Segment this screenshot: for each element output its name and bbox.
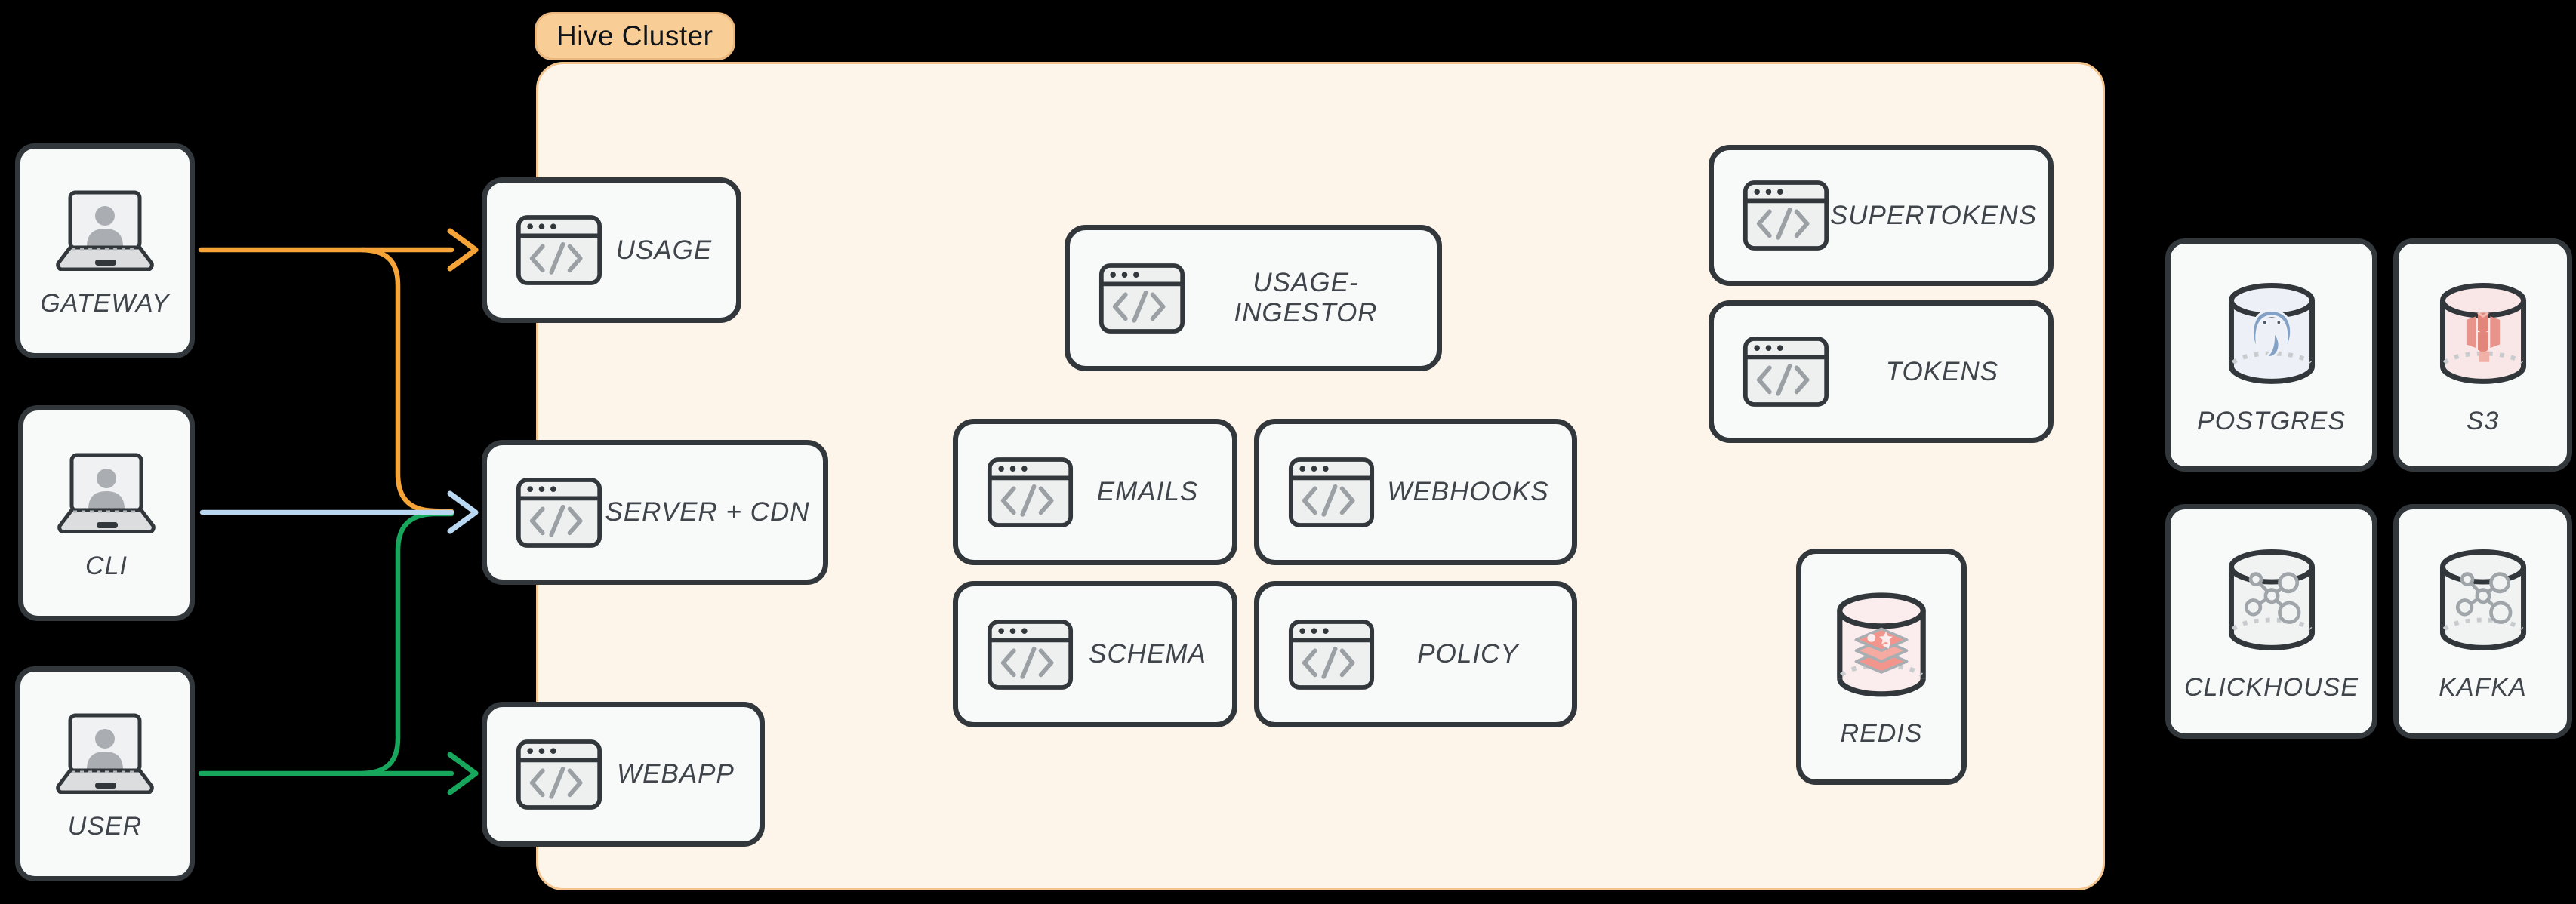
node-label: USAGE: [615, 235, 713, 265]
node-schema: SCHEMA: [953, 581, 1237, 727]
node-label: REDIS: [1840, 719, 1923, 748]
node-s3: S3: [2393, 238, 2572, 472]
node-policy: POLICY: [1254, 581, 1577, 727]
postgres-database-icon: [2228, 282, 2315, 384]
node-label: SCHEMA: [1089, 639, 1206, 669]
node-supertokens: SUPERTOKENS: [1709, 145, 2054, 286]
code-window-icon: [987, 457, 1074, 527]
code-window-icon: [1288, 619, 1375, 690]
code-window-icon: [516, 215, 602, 285]
node-label: SERVER + CDN: [605, 497, 810, 527]
code-window-icon: [1742, 180, 1829, 251]
node-webhooks: WEBHOOKS: [1254, 419, 1577, 565]
node-webapp: WEBAPP: [482, 702, 765, 847]
node-label: TOKENS: [1885, 356, 1998, 386]
node-label: S3: [2466, 406, 2500, 435]
node-label: USER: [67, 812, 143, 841]
node-usage-ingestor: USAGE-INGESTOR: [1065, 225, 1442, 371]
node-user: USER: [15, 666, 195, 881]
node-label: WEBHOOKS: [1387, 477, 1549, 506]
code-window-icon: [1742, 337, 1829, 407]
node-emails: EMAILS: [953, 419, 1237, 565]
node-clickhouse: CLICKHOUSE: [2165, 504, 2377, 739]
edge-gateway-servercdn: [359, 247, 454, 515]
node-server-cdn: SERVER + CDN: [482, 440, 828, 585]
network-database-icon: [2439, 549, 2526, 650]
edge-user-servercdn: [359, 511, 454, 776]
node-gateway: GATEWAY: [15, 143, 195, 358]
node-label: SUPERTOKENS: [1829, 200, 2038, 230]
laptop-user-icon: [56, 713, 154, 794]
node-redis: REDIS: [1796, 549, 1967, 785]
code-window-icon: [516, 739, 602, 810]
node-label: POLICY: [1417, 639, 1519, 669]
code-window-icon: [1288, 457, 1375, 527]
node-label: CLI: [85, 551, 128, 580]
redis-database-icon: [1837, 592, 1926, 697]
node-label: WEBAPP: [617, 759, 735, 789]
laptop-user-icon: [57, 453, 156, 533]
laptop-user-icon: [56, 190, 154, 271]
node-usage: USAGE: [482, 177, 741, 323]
node-label: EMAILS: [1096, 477, 1199, 506]
code-window-icon: [1098, 263, 1185, 334]
network-database-icon: [2228, 549, 2315, 650]
edge-gateway-usage-arrowhead: [447, 228, 479, 272]
node-tokens: TOKENS: [1709, 300, 2054, 443]
node-postgres: POSTGRES: [2165, 238, 2377, 472]
hive-cluster-badge: Hive Cluster: [535, 12, 735, 60]
node-label: POSTGRES: [2197, 406, 2346, 435]
edge-user-webapp-arrowhead: [447, 752, 479, 795]
node-label: CLICKHOUSE: [2183, 672, 2359, 702]
node-label: KAFKA: [2439, 672, 2527, 702]
code-window-icon: [987, 619, 1074, 690]
node-kafka: KAFKA: [2393, 504, 2572, 739]
node-cli: CLI: [18, 405, 195, 621]
edge-cli-servercdn-arrowhead: [447, 490, 479, 534]
node-label: GATEWAY: [40, 289, 170, 318]
s3-database-icon: [2439, 282, 2526, 384]
code-window-icon: [516, 477, 602, 548]
node-label: USAGE-INGESTOR: [1234, 268, 1378, 327]
